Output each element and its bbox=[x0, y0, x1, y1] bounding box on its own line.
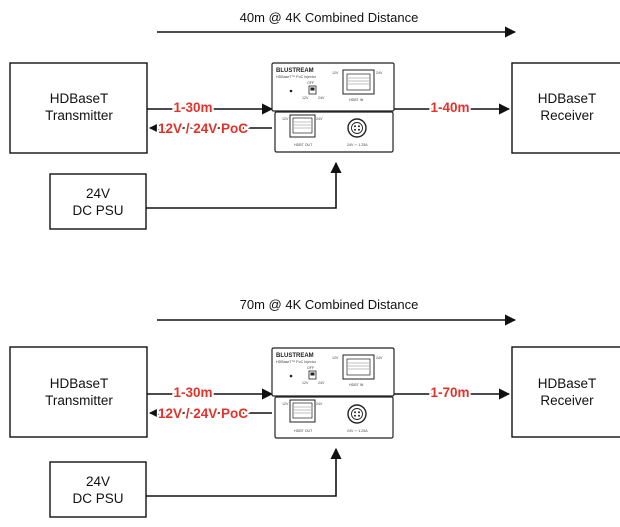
device-model: HDBaseT™ PoC Injector bbox=[276, 75, 317, 79]
poc-injector-bottom-panel: 12V 24V HDBT OUT 24V ⎓ 1.25A bbox=[274, 396, 394, 439]
psu-box: 24V DC PSU bbox=[49, 173, 147, 230]
hdbt-out-label: HDBT OUT bbox=[294, 143, 313, 147]
poc-injector-top-panel: BLUSTREAM HDBaseT™ PoC Injector OFF 12V … bbox=[271, 62, 395, 112]
tx-range-label: 1-30m bbox=[173, 385, 212, 400]
out-port-24v-label: 24V bbox=[316, 402, 323, 406]
hdbt-out-port-icon bbox=[289, 114, 316, 138]
power-rating-label: 24V ⎓ 1.25A bbox=[347, 429, 368, 433]
power-rating-label: 24V ⎓ 1.25A bbox=[347, 143, 368, 147]
port-24v-label: 24V bbox=[376, 71, 383, 75]
hdbt-out-label: HDBT OUT bbox=[294, 429, 313, 433]
transmitter-box: HDBaseT Transmitter bbox=[9, 62, 148, 154]
hdbt-in-port-icon bbox=[342, 354, 375, 380]
receiver-label-line1: HDBaseT bbox=[538, 376, 597, 391]
hdbt-in-label: HDBT IN bbox=[349, 98, 364, 102]
device-model: HDBaseT™ PoC Injector bbox=[276, 360, 317, 364]
tx-range-label: 1-30m bbox=[173, 100, 212, 115]
poc-injector-bottom-panel: 12V 24V HDBT OUT 24V ⎓ 1.25A bbox=[274, 111, 394, 153]
switch-off-label: OFF bbox=[307, 81, 315, 85]
receiver-box: HDBaseT Receiver bbox=[511, 346, 620, 438]
transmitter-label-line1: HDBaseT bbox=[50, 91, 109, 106]
psu-label-line1: 24V bbox=[86, 186, 110, 201]
transmitter-label-line2: Transmitter bbox=[45, 108, 113, 123]
psu-label-line2: DC PSU bbox=[72, 491, 123, 506]
receiver-label-line2: Receiver bbox=[540, 108, 594, 123]
diagram-70m: 70m @ 4K Combined Distance HDBaseT Trans… bbox=[9, 297, 620, 518]
hdbt-in-label: HDBT IN bbox=[349, 383, 364, 387]
poc-label: 12V / 24V PoC bbox=[158, 406, 248, 421]
out-port-12v-label: 12V bbox=[282, 402, 289, 406]
transmitter-box: HDBaseT Transmitter bbox=[9, 346, 148, 438]
receiver-label-line1: HDBaseT bbox=[538, 91, 597, 106]
out-port-12v-label: 12V bbox=[282, 117, 289, 121]
switch-off-label: OFF bbox=[307, 366, 315, 370]
combined-distance-label: 40m @ 4K Combined Distance bbox=[240, 10, 419, 25]
poc-injector-top-panel: BLUSTREAM HDBaseT™ PoC Injector OFF 12V … bbox=[271, 347, 395, 397]
transmitter-label-line1: HDBaseT bbox=[50, 376, 109, 391]
transmitter-label-line2: Transmitter bbox=[45, 393, 113, 408]
port-12v-label: 12V bbox=[332, 356, 339, 360]
device-brand: BLUSTREAM bbox=[276, 353, 314, 359]
dc-power-socket-icon bbox=[347, 404, 367, 424]
switch-12v-label: 12V bbox=[302, 381, 309, 385]
power-led-icon bbox=[289, 89, 293, 93]
port-12v-label: 12V bbox=[332, 71, 339, 75]
switch-24v-label: 24V bbox=[318, 96, 325, 100]
poc-label: 12V / 24V PoC bbox=[158, 121, 248, 136]
diagram-40m: 40m @ 4K Combined Distance HDBaseT Trans… bbox=[9, 10, 620, 230]
receiver-box: HDBaseT Receiver bbox=[511, 62, 620, 154]
rx-range-label: 1-40m bbox=[430, 100, 469, 115]
port-24v-label: 24V bbox=[376, 356, 383, 360]
psu-to-injector-line bbox=[146, 447, 342, 497]
psu-label-line2: DC PSU bbox=[72, 203, 123, 218]
dc-power-socket-icon bbox=[347, 118, 367, 138]
hdbt-out-port-icon bbox=[289, 399, 316, 423]
out-port-24v-label: 24V bbox=[316, 117, 323, 121]
switch-24v-label: 24V bbox=[318, 381, 325, 385]
receiver-label-line2: Receiver bbox=[540, 393, 594, 408]
rx-range-label: 1-70m bbox=[430, 385, 469, 400]
power-led-icon bbox=[289, 374, 293, 378]
psu-to-injector-line bbox=[146, 161, 342, 209]
psu-label-line1: 24V bbox=[86, 474, 110, 489]
hdbt-in-port-icon bbox=[342, 69, 375, 95]
psu-box: 24V DC PSU bbox=[49, 461, 147, 518]
device-brand: BLUSTREAM bbox=[276, 68, 314, 74]
switch-12v-label: 12V bbox=[302, 96, 309, 100]
combined-distance-label: 70m @ 4K Combined Distance bbox=[240, 297, 419, 312]
